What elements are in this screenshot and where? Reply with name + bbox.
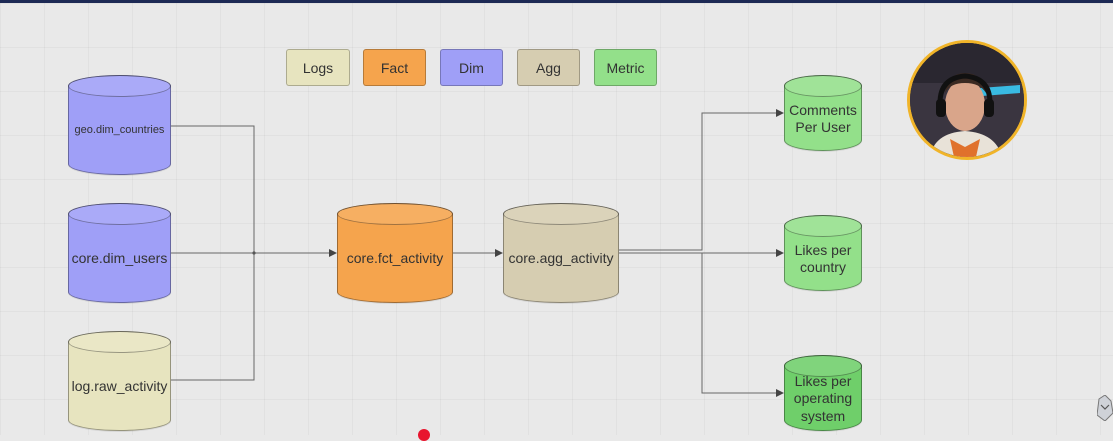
node-comments-per-user: Comments Per User <box>784 75 862 151</box>
channel-logo-icon <box>1097 395 1113 421</box>
node-label: core.dim_users <box>71 250 168 267</box>
legend-metric: Metric <box>594 49 657 86</box>
node-core-agg-activity: core.agg_activity <box>503 203 619 303</box>
legend-dim: Dim <box>440 49 503 86</box>
node-label: log.raw_activity <box>71 378 168 395</box>
node-label: geo.dim_countries <box>74 124 165 137</box>
top-bar <box>0 0 1113 3</box>
to-likes-os-arrow <box>701 253 784 397</box>
to-comments-arrow <box>619 109 784 251</box>
node-label: core.fct_activity <box>346 250 444 267</box>
node-geo-dim-countries: geo.dim_countries <box>68 75 171 175</box>
legend-logs: Logs <box>286 49 350 86</box>
node-label: Likes per operating system <box>793 372 853 424</box>
node-label: core.agg_activity <box>508 250 614 267</box>
red-cursor-dot-icon <box>418 429 430 441</box>
legend-fact: Fact <box>363 49 426 86</box>
node-core-dim-users: core.dim_users <box>68 203 171 303</box>
node-label: Comments Per User <box>789 101 857 136</box>
legend-agg: Agg <box>517 49 580 86</box>
node-core-fct-activity: core.fct_activity <box>337 203 453 303</box>
node-label: Likes per country <box>794 241 852 276</box>
node-log-raw-activity: log.raw_activity <box>68 331 171 431</box>
node-likes-per-country: Likes per country <box>784 215 862 291</box>
presenter-webcam-icon <box>907 40 1027 160</box>
node-likes-per-operating-system: Likes per operating system <box>784 355 862 431</box>
